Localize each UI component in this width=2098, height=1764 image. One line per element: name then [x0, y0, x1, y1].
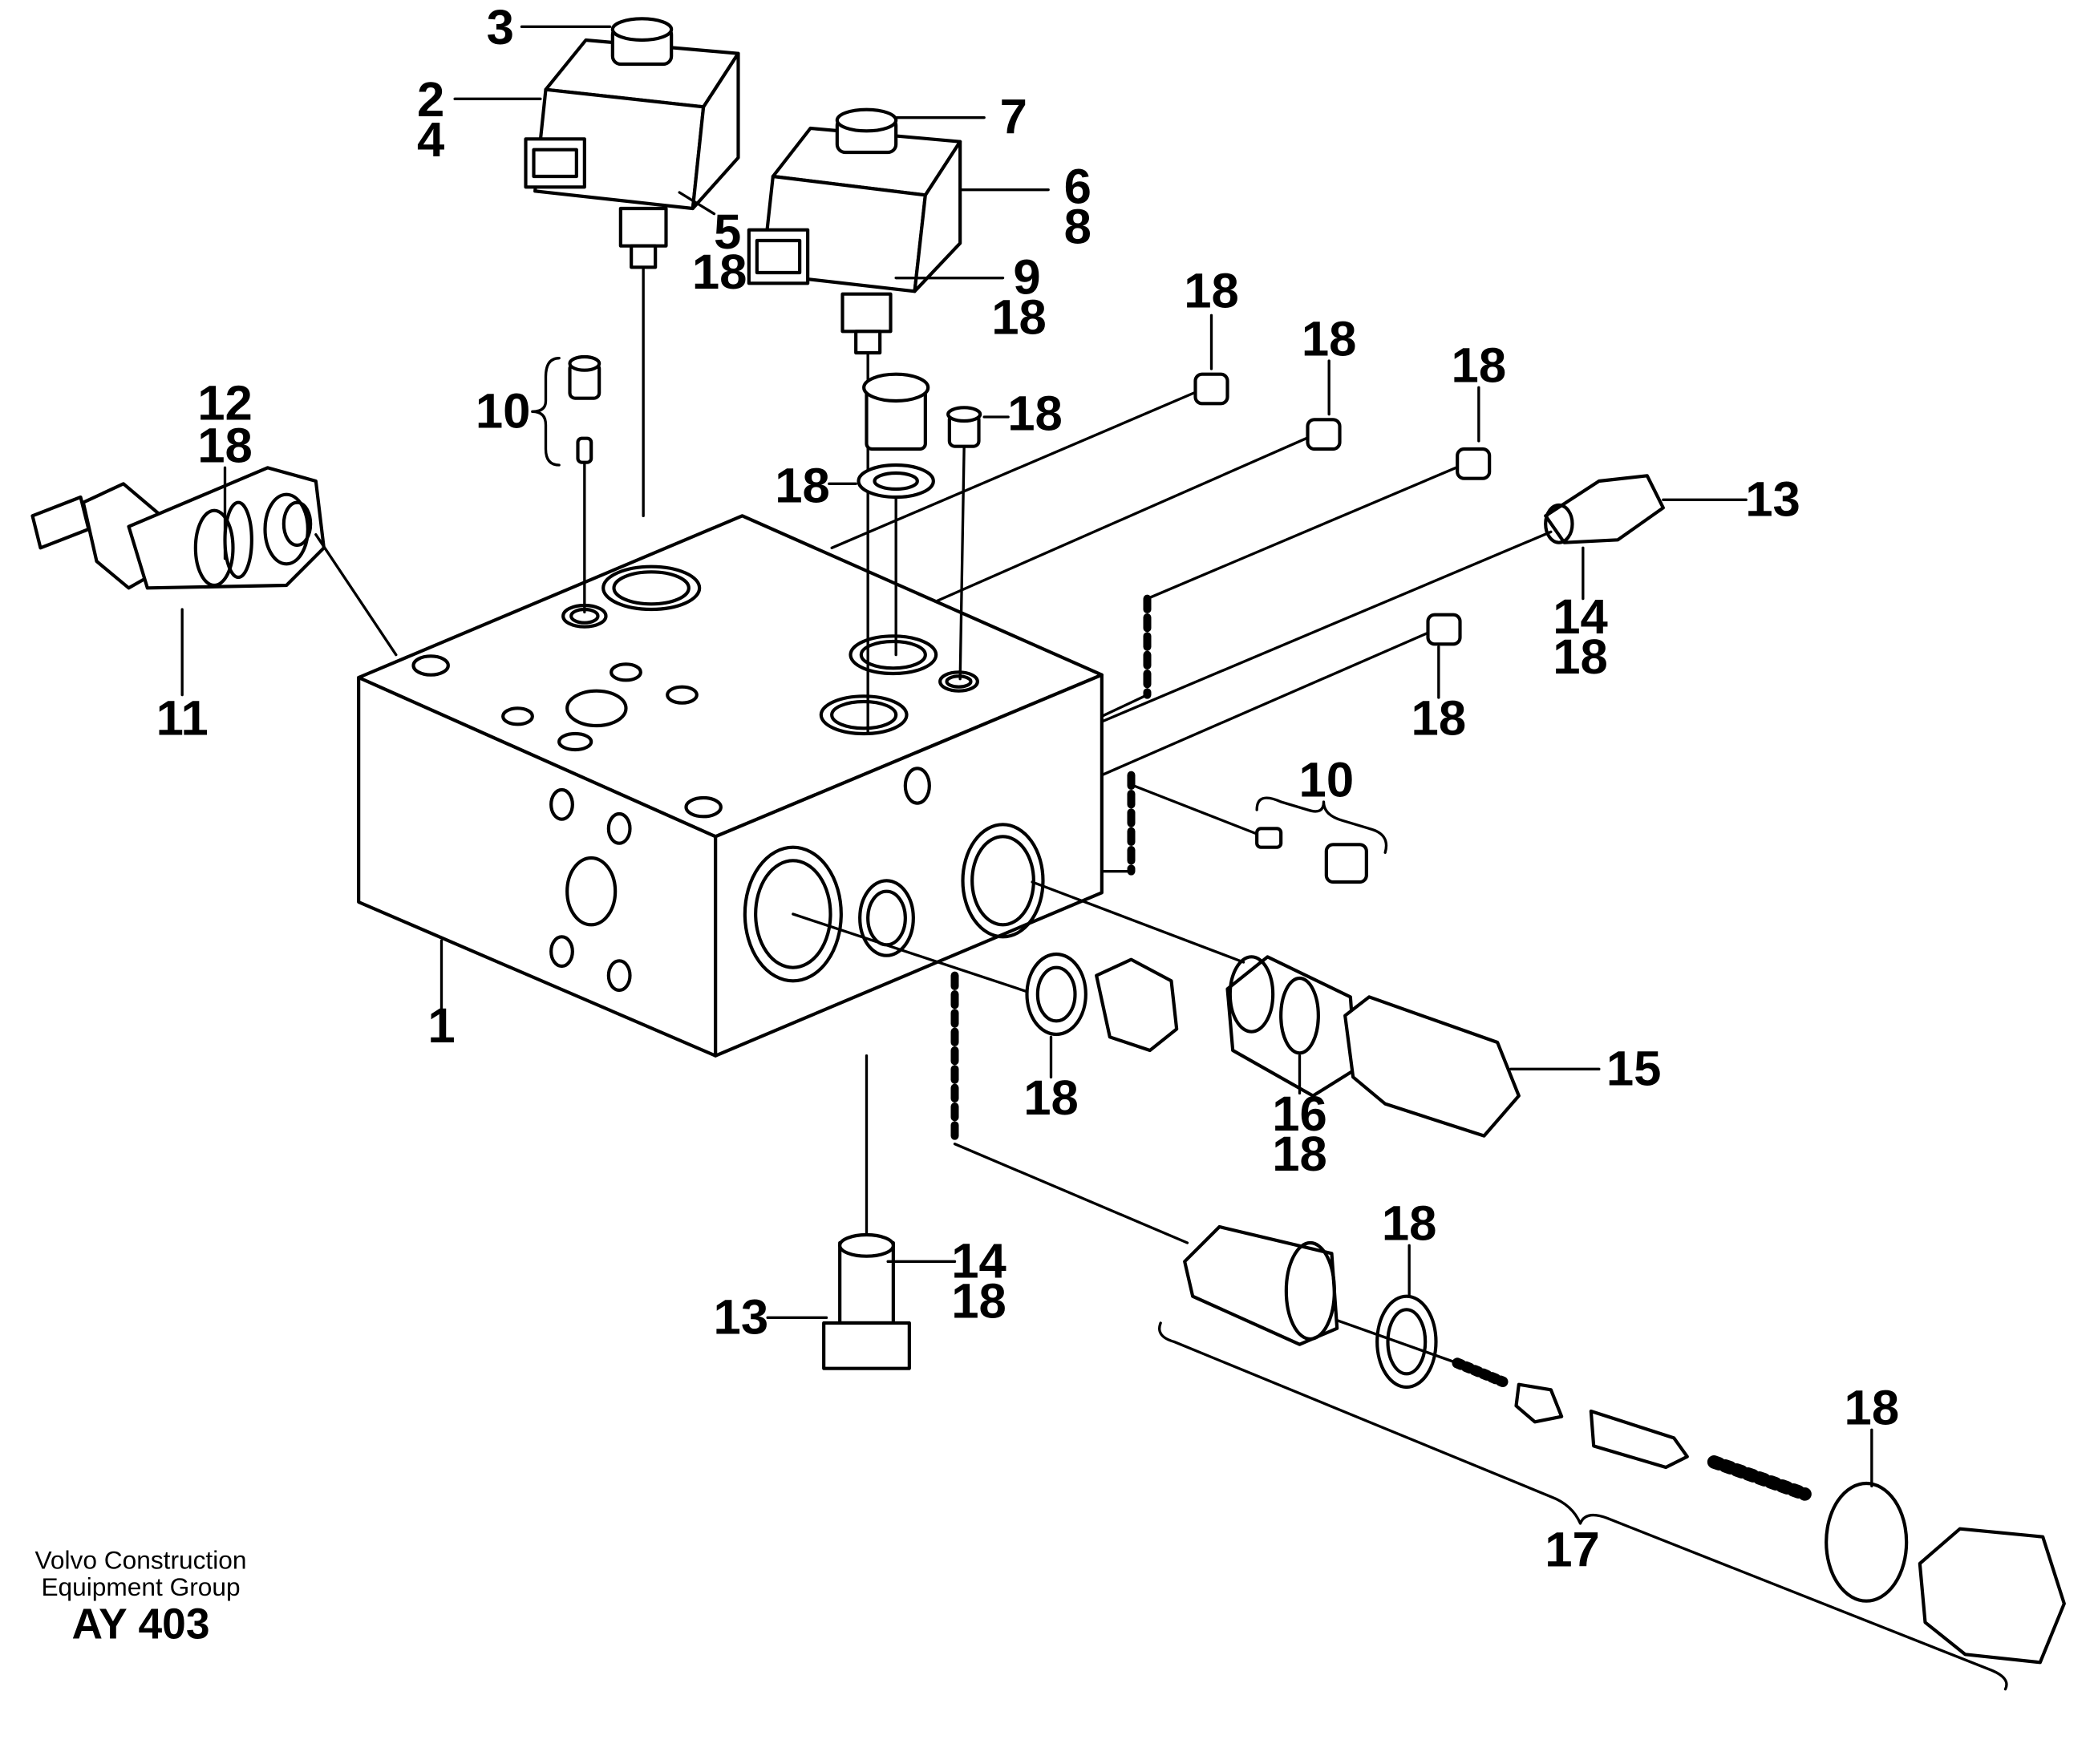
callout-9: 9: [1013, 250, 1040, 305]
drawing-code: AY 403: [71, 1600, 209, 1648]
callout-18-d: 18: [1302, 311, 1357, 366]
bottom-plug-washer: [792, 912, 1179, 1053]
callout-17: 17: [1545, 1522, 1600, 1577]
callout-8: 8: [1064, 199, 1092, 254]
company-name-line1: Volvo Construction: [35, 1546, 247, 1575]
callout-7: 7: [1000, 90, 1027, 145]
callout-4: 4: [417, 112, 444, 168]
callout-13-a: 13: [1745, 471, 1800, 527]
callout-18-m: 18: [1382, 1196, 1437, 1252]
callout-18-h: 18: [197, 419, 253, 474]
side-screw-10: [1132, 784, 1388, 884]
callout-16: 16: [1272, 1086, 1327, 1142]
cartridge-assembly-17: [1158, 1224, 2066, 1691]
solenoid-valve-right: [747, 107, 962, 734]
left-cartridge: [30, 466, 398, 657]
relief-valve: [1031, 880, 1521, 1138]
callout-15: 15: [1606, 1041, 1662, 1096]
banjo-fitting-bottom: [822, 1054, 911, 1370]
callout-10-b: 10: [1299, 752, 1355, 807]
callout-5: 5: [714, 204, 741, 260]
callout-18-i: 18: [1553, 629, 1608, 685]
callout-18-f: 18: [1007, 386, 1063, 442]
solenoid-valve-left: [524, 17, 740, 517]
callout-14-a: 14: [1553, 589, 1608, 645]
hidden-lines: [950, 594, 1152, 1148]
callout-18-n: 18: [951, 1273, 1006, 1329]
callout-13-b: 13: [714, 1289, 769, 1345]
callout-11: 11: [156, 691, 209, 746]
callout-18-j: 18: [1411, 691, 1467, 746]
callout-18-e: 18: [1452, 338, 1507, 394]
callout-18-b: 18: [991, 290, 1047, 346]
top-plugs: [531, 354, 1492, 777]
callout-14-b: 14: [951, 1233, 1006, 1289]
callout-6: 6: [1064, 159, 1092, 214]
banjo-fitting-top: [1100, 474, 1665, 723]
callout-1: 1: [427, 998, 455, 1054]
callout-12: 12: [197, 375, 253, 431]
callout-18-c: 18: [1184, 263, 1239, 318]
footer-branding: Volvo Construction Equipment Group AY 40…: [35, 1546, 247, 1649]
callout-18-k: 18: [1023, 1070, 1079, 1126]
callout-labels: 3 2 4 5 18 7 6 8 9 18 18 18 18 10 18 18 …: [156, 0, 1900, 1577]
callout-18-a: 18: [692, 245, 747, 300]
callout-10-a: 10: [476, 383, 531, 439]
company-name-line2: Equipment Group: [41, 1572, 240, 1601]
callout-18-o: 18: [1845, 1381, 1900, 1436]
leader-lines: [953, 694, 1189, 1244]
callout-2: 2: [417, 72, 444, 127]
valve-block: [357, 514, 1104, 1058]
callout-18-l: 18: [1272, 1127, 1327, 1182]
callout-18-g: 18: [775, 459, 830, 514]
callout-leaders: [180, 25, 1873, 1488]
callout-3: 3: [487, 0, 514, 55]
